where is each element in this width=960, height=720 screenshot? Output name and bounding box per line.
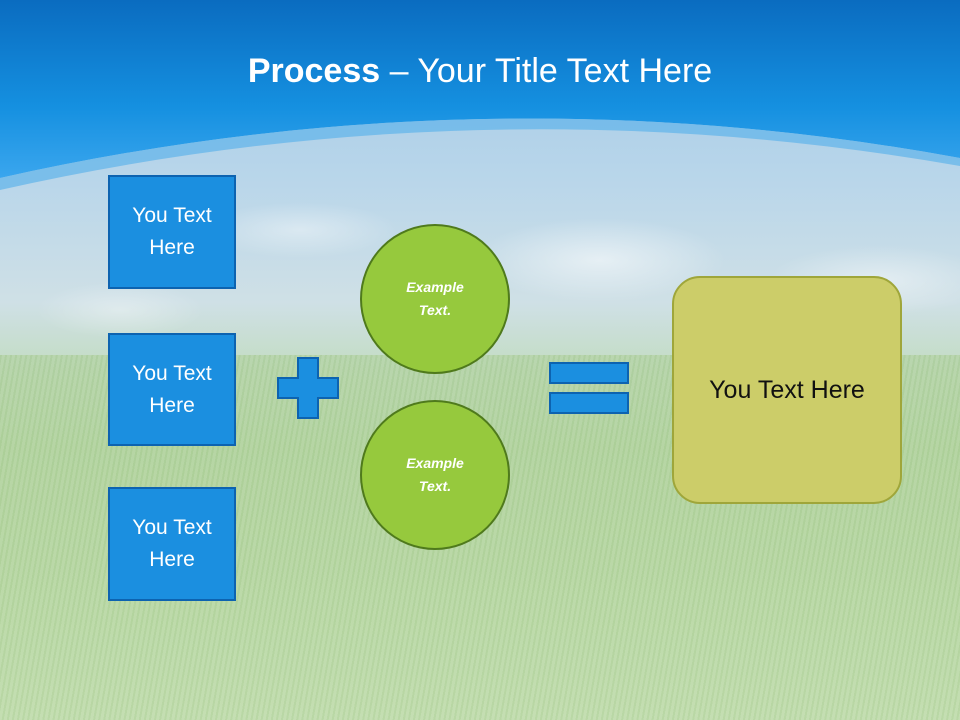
example-circle-1-label: Example Text.: [406, 279, 464, 318]
equals-icon: [549, 362, 629, 414]
slide-title: Process – Your Title Text Here: [0, 52, 960, 91]
input-box-2-label: You Text Here: [132, 361, 212, 417]
input-box-1[interactable]: You Text Here: [108, 175, 236, 289]
title-bold: Process: [247, 52, 381, 90]
input-box-3[interactable]: You Text Here: [108, 487, 236, 601]
sky-header-band: [0, 0, 960, 190]
result-box-label: You Text Here: [709, 375, 865, 404]
example-circle-2[interactable]: Example Text.: [360, 400, 510, 550]
title-rest: – Your Title Text Here: [380, 52, 713, 90]
result-box[interactable]: You Text Here: [672, 276, 902, 504]
example-circle-2-label: Example Text.: [406, 455, 464, 494]
input-box-3-label: You Text Here: [132, 516, 212, 571]
example-circle-1[interactable]: Example Text.: [360, 224, 510, 374]
plus-icon: [277, 357, 339, 419]
input-box-1-label: You Text Here: [132, 204, 212, 259]
input-box-2[interactable]: You Text Here: [108, 333, 236, 446]
